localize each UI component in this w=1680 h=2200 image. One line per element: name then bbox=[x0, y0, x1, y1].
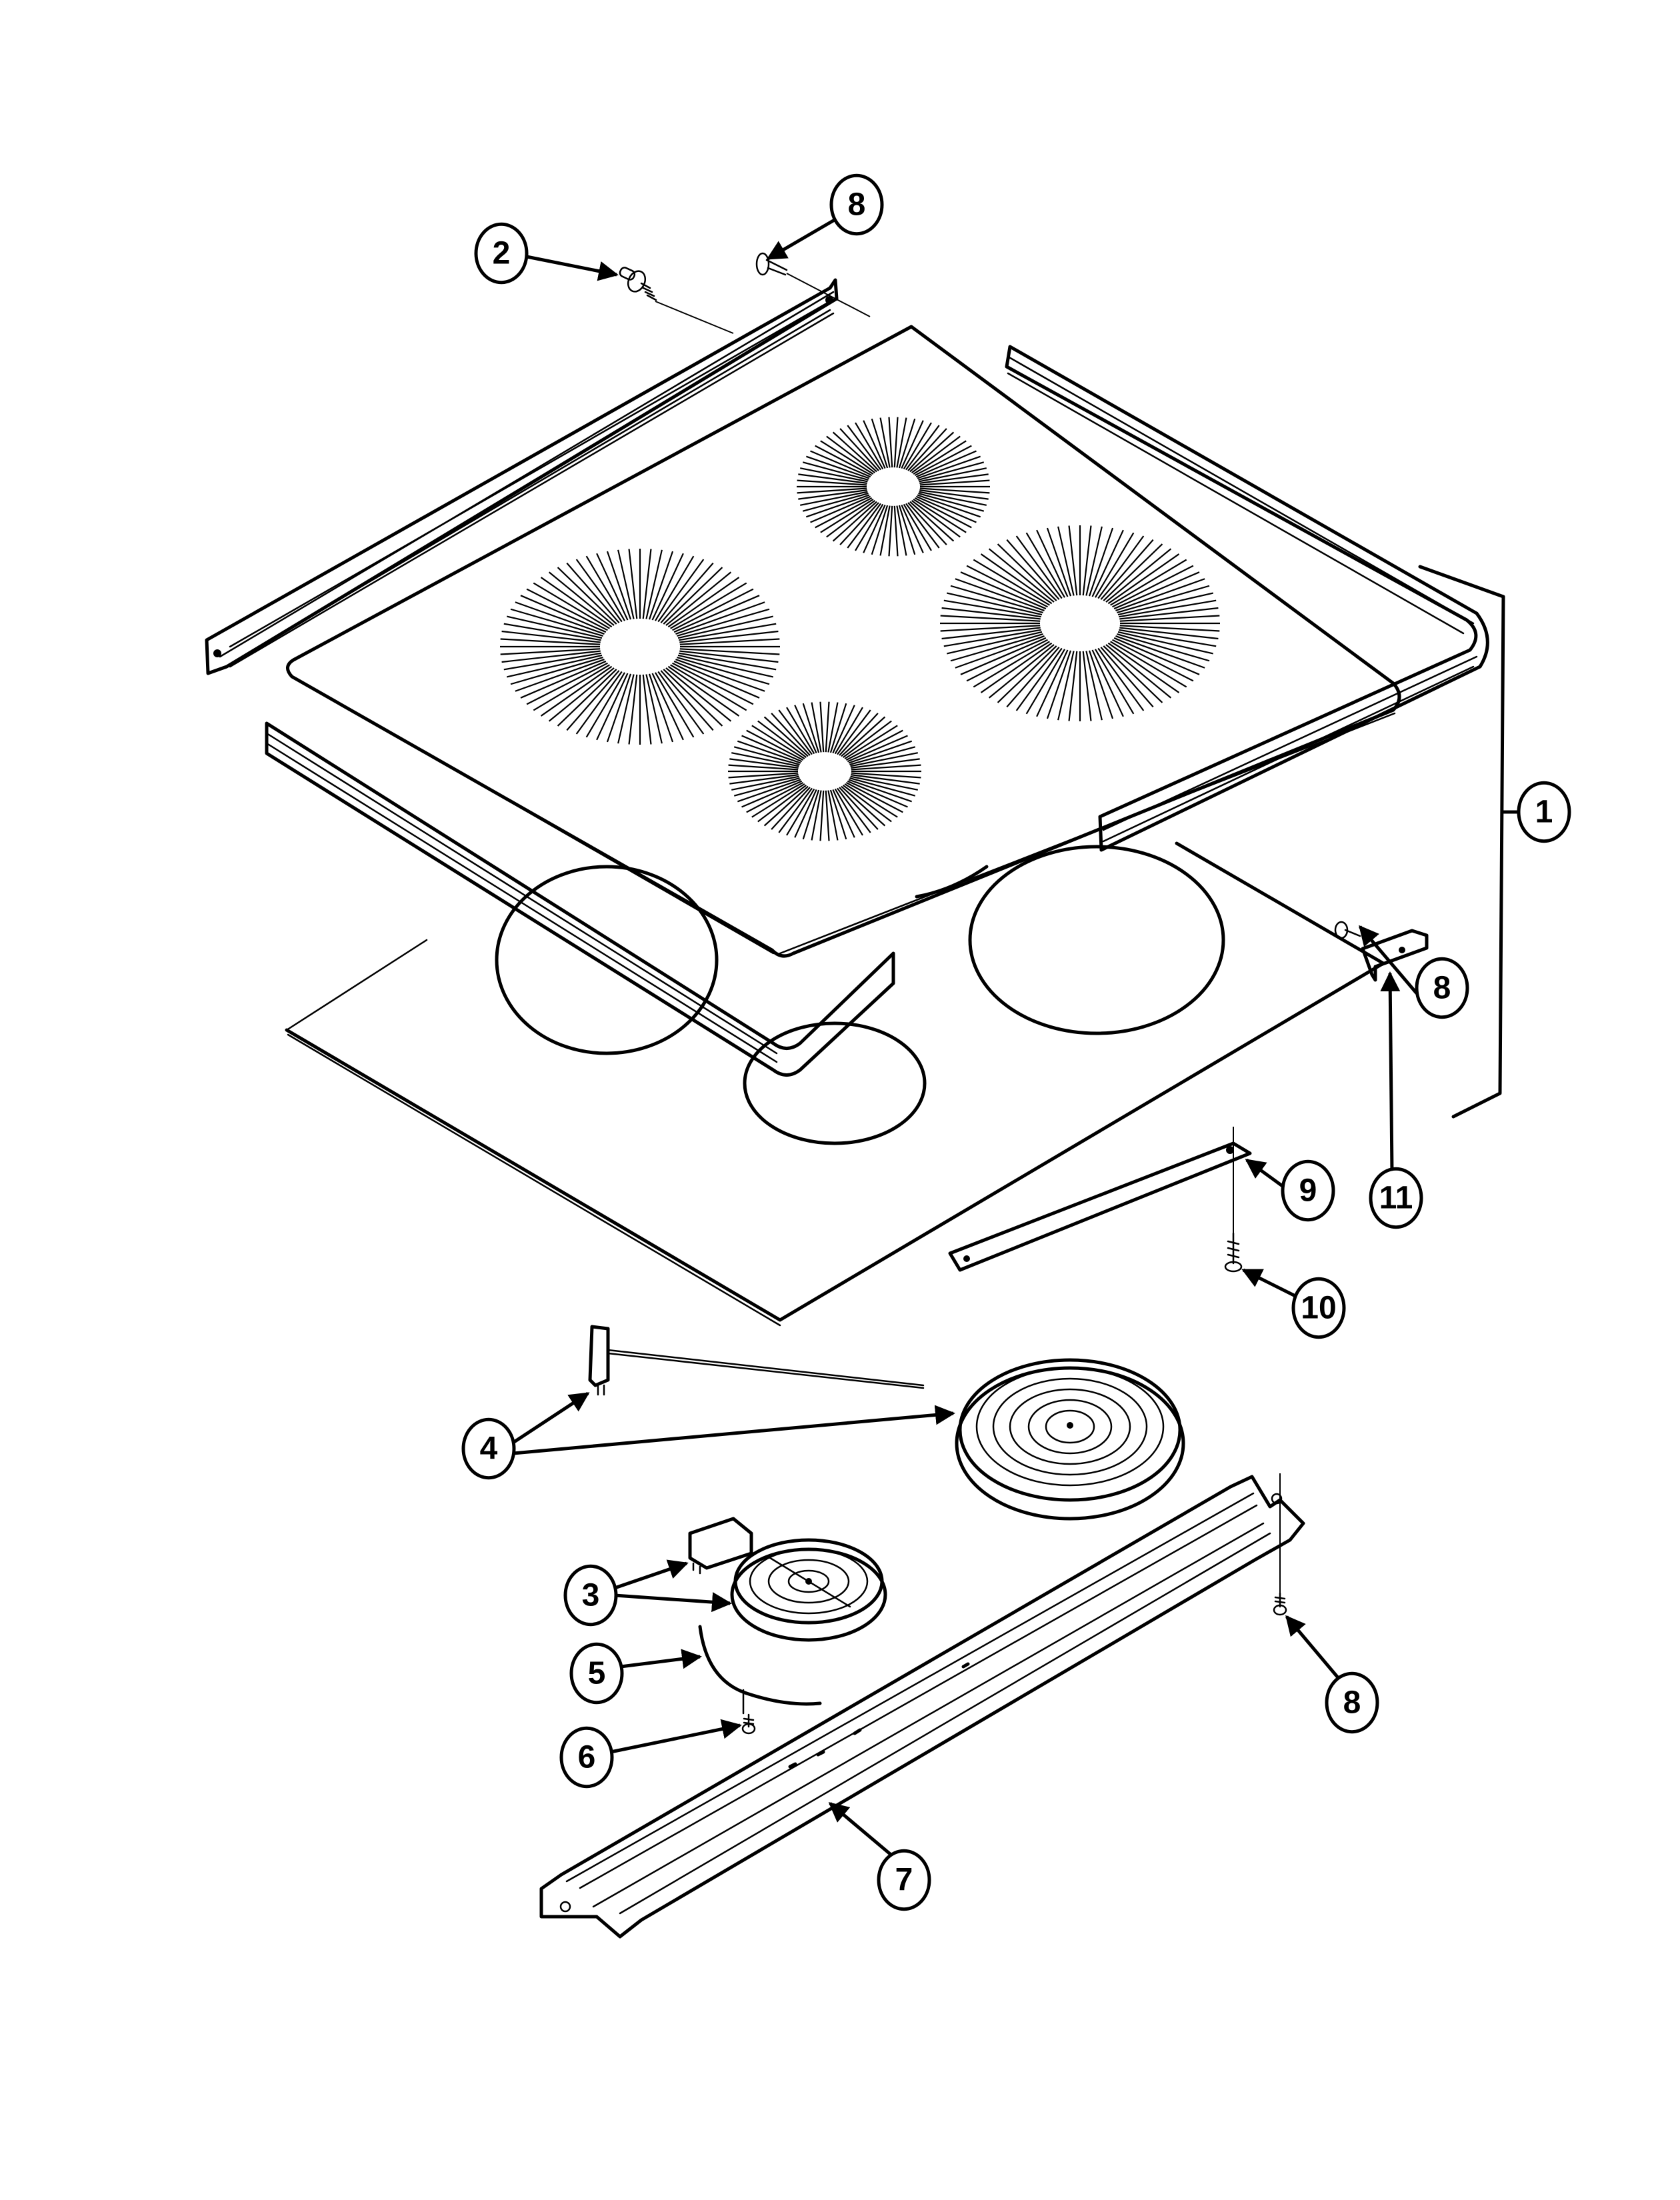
callout-1-glass-cooktop-assembly: 1 bbox=[1517, 781, 1571, 843]
callout-number: 3 bbox=[582, 1578, 600, 1613]
callout-11-clip: 11 bbox=[1369, 1167, 1423, 1229]
callout-9-support-strip: 9 bbox=[1281, 1159, 1335, 1222]
cooktop-cutout-panel bbox=[285, 841, 1385, 1327]
screw-10-icon bbox=[1224, 1232, 1243, 1273]
support-strip-9 bbox=[948, 1127, 1252, 1272]
large-surface-element bbox=[955, 1358, 1185, 1521]
callout-number: 2 bbox=[493, 236, 511, 271]
small-element-switch bbox=[688, 1517, 753, 1575]
callout-circle bbox=[559, 1726, 614, 1789]
callout-4-large-element-and-switch: 4 bbox=[461, 1417, 516, 1480]
callout-number: 10 bbox=[1301, 1291, 1336, 1326]
right-rear-trim-rail bbox=[1005, 345, 1489, 852]
element-clamp-5 bbox=[698, 1625, 822, 1715]
callout-circle bbox=[877, 1849, 931, 1911]
callout-6-clamp-screw: 6 bbox=[559, 1726, 614, 1789]
glass-cooktop bbox=[286, 325, 1401, 958]
callout-circle bbox=[829, 173, 884, 236]
callout-circle bbox=[569, 1642, 624, 1705]
callout-3-small-element-and-switch: 3 bbox=[563, 1564, 618, 1627]
assembly-bracket-1 bbox=[1418, 565, 1519, 1119]
callout-circle bbox=[1281, 1159, 1335, 1222]
callout-circle bbox=[1369, 1167, 1423, 1229]
screw-8-top-icon bbox=[755, 252, 871, 317]
callout-circle bbox=[1517, 781, 1571, 843]
callout-number: 6 bbox=[578, 1740, 596, 1775]
callout-7-element-support-bracket: 7 bbox=[877, 1849, 931, 1911]
large-element-switch bbox=[588, 1325, 925, 1396]
screw-2-icon bbox=[619, 267, 734, 334]
callout-number: 11 bbox=[1379, 1181, 1413, 1216]
screw-6-icon bbox=[741, 1713, 756, 1735]
callout-circle bbox=[1415, 957, 1469, 1019]
left-rear-trim-rail bbox=[205, 278, 839, 675]
burner-marking-rear-right bbox=[797, 417, 990, 557]
burner-marking-left bbox=[500, 549, 780, 745]
burner-marking-front bbox=[728, 701, 921, 841]
callout-circle bbox=[474, 222, 529, 285]
screw-8-bracket-icon bbox=[1273, 1592, 1287, 1616]
clip-11 bbox=[1361, 929, 1429, 982]
callout-8-screw: 8 bbox=[1415, 957, 1469, 1019]
callout-circle bbox=[1291, 1277, 1346, 1339]
callout-8-screw: 8 bbox=[829, 173, 884, 236]
front-left-trim-rail bbox=[265, 721, 895, 1077]
callout-number: 5 bbox=[588, 1656, 606, 1691]
callout-number: 8 bbox=[848, 187, 866, 223]
element-support-bracket-7 bbox=[539, 1473, 1305, 1939]
callout-bubbles: 1 2 8 8 8 9 10 11 4 3 5 6 7 bbox=[461, 173, 1571, 1911]
callout-number: 4 bbox=[480, 1431, 498, 1467]
burner-marking-right bbox=[940, 525, 1220, 721]
callout-number: 8 bbox=[1343, 1685, 1361, 1721]
small-surface-element bbox=[730, 1538, 887, 1642]
callout-10-strip-screw: 10 bbox=[1291, 1277, 1346, 1339]
leader-lines bbox=[511, 217, 1418, 1858]
callout-circle bbox=[461, 1417, 516, 1480]
callout-5-element-clamp: 5 bbox=[569, 1642, 624, 1705]
callout-2-top-screw: 2 bbox=[474, 222, 529, 285]
callout-number: 9 bbox=[1299, 1173, 1317, 1209]
callout-number: 7 bbox=[895, 1863, 913, 1898]
callout-circle bbox=[1325, 1671, 1379, 1734]
screw-8-clip-icon bbox=[1334, 921, 1361, 939]
callout-circle bbox=[563, 1564, 618, 1627]
callout-number: 1 bbox=[1535, 795, 1553, 830]
callout-number: 8 bbox=[1433, 971, 1451, 1006]
callout-8-screw: 8 bbox=[1325, 1671, 1379, 1734]
